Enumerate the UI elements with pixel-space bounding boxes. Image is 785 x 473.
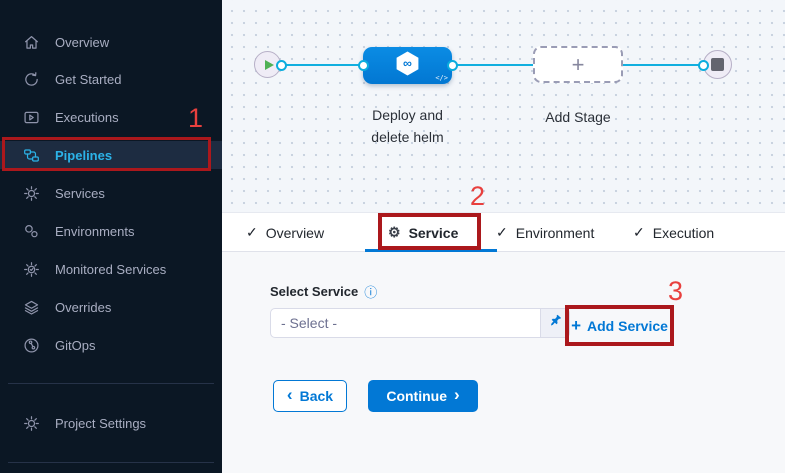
port-start-out[interactable]	[276, 59, 287, 71]
check-icon: ✓	[496, 224, 508, 240]
sidebar-divider	[8, 383, 214, 384]
pin-icon	[548, 313, 563, 333]
stage-node-deploy[interactable]: ∞ </>	[363, 47, 452, 84]
sidebar-item-monitored-services[interactable]: Monitored Services	[0, 255, 222, 283]
add-stage-node[interactable]: +	[533, 46, 623, 83]
sidebar-item-label: Executions	[55, 109, 119, 125]
cd-hexagon-infinity-icon: ∞	[394, 50, 421, 82]
sidebar-item-label: Overrides	[55, 299, 112, 315]
tab-execution[interactable]: ✓ Execution	[633, 213, 714, 252]
chevron-left-icon: ‹	[286, 385, 293, 404]
add-service-button[interactable]: + Add Service	[565, 305, 674, 346]
chevron-right-icon: ›	[453, 385, 460, 404]
pipeline-canvas[interactable]: ∞ </> + Deploy and delete helm Add Stage	[222, 0, 785, 212]
stage-name-label: Deploy and delete helm	[371, 107, 444, 145]
group-icon	[22, 222, 40, 240]
sidebar-item-project-settings[interactable]: Project Settings	[0, 409, 222, 437]
layers-icon	[22, 298, 40, 316]
sidebar-item-gitops[interactable]: GitOps	[0, 331, 222, 359]
tab-label: Overview	[265, 224, 325, 241]
add-service-label: Add Service	[587, 317, 668, 334]
pipeline-icon	[22, 146, 40, 164]
sidebar-item-pipelines[interactable]: Pipelines	[0, 141, 222, 169]
sidebar-item-executions[interactable]: Executions	[0, 103, 222, 131]
gear-icon	[22, 414, 40, 432]
code-badge-icon: </>	[435, 74, 448, 82]
sidebar-item-label: Environments	[55, 223, 135, 239]
check-icon: ✓	[246, 224, 258, 240]
tab-overview[interactable]: ✓ Overview	[246, 213, 324, 252]
home-icon	[22, 33, 40, 51]
gear-check-icon	[22, 260, 40, 278]
sidebar-item-label: Overview	[55, 34, 110, 50]
sidebar-item-environments[interactable]: Environments	[0, 217, 222, 245]
check-icon: ✓	[633, 224, 645, 240]
sidebar-item-label: Monitored Services	[55, 261, 167, 277]
sidebar-item-services[interactable]: Services	[0, 179, 222, 207]
port-stage-in[interactable]	[357, 59, 369, 71]
pin-button[interactable]	[540, 309, 569, 337]
sidebar-divider	[8, 462, 214, 463]
play-icon	[264, 59, 274, 70]
tab-service[interactable]: ⚙ Service	[388, 213, 458, 252]
pipeline-connector-line	[277, 64, 705, 66]
sidebar: Overview Get Started Executions Pipeline…	[0, 0, 222, 473]
select-service-label: Select Service ⓘ	[270, 284, 378, 300]
stage-config-tabbar: ✓ Overview ⚙ Service ✓ Environment ✓ Exe…	[222, 212, 785, 252]
back-button[interactable]: ‹ Back	[273, 380, 347, 412]
sidebar-item-label: Project Settings	[55, 415, 147, 431]
service-form: Select Service ⓘ - Select - + Add Servic…	[222, 252, 785, 473]
sidebar-item-overview[interactable]: Overview	[0, 28, 222, 56]
active-tab-underline	[365, 249, 497, 252]
add-stage-label: Add Stage	[545, 109, 611, 125]
gear-icon	[22, 184, 40, 202]
sidebar-item-get-started[interactable]: Get Started	[0, 65, 222, 93]
plus-icon: +	[571, 51, 585, 77]
service-select[interactable]: - Select -	[270, 308, 570, 338]
continue-button-label: Continue	[386, 388, 447, 404]
tab-label: Environment	[515, 224, 595, 241]
sidebar-item-overrides[interactable]: Overrides	[0, 293, 222, 321]
stop-icon	[711, 58, 724, 71]
port-stage-out[interactable]	[446, 59, 458, 71]
service-select-value[interactable]: - Select -	[281, 315, 338, 331]
tab-environment[interactable]: ✓ Environment	[496, 213, 594, 252]
gitops-icon	[22, 336, 40, 354]
sidebar-item-label: Get Started	[55, 71, 122, 87]
sidebar-item-label: Services	[55, 185, 105, 201]
sidebar-item-label: Pipelines	[55, 147, 113, 163]
tab-label: Service	[408, 224, 459, 241]
tab-label: Execution	[652, 224, 715, 241]
back-button-label: Back	[299, 388, 334, 404]
gear-icon: ⚙	[388, 224, 401, 240]
continue-button[interactable]: Continue ›	[368, 380, 478, 412]
restart-icon	[22, 70, 40, 88]
svg-text:∞: ∞	[403, 56, 412, 70]
sidebar-item-label: GitOps	[55, 337, 96, 353]
play-box-icon	[22, 108, 40, 126]
plus-icon: +	[571, 315, 581, 335]
info-icon[interactable]: ⓘ	[364, 285, 378, 300]
port-end-in[interactable]	[697, 59, 709, 71]
